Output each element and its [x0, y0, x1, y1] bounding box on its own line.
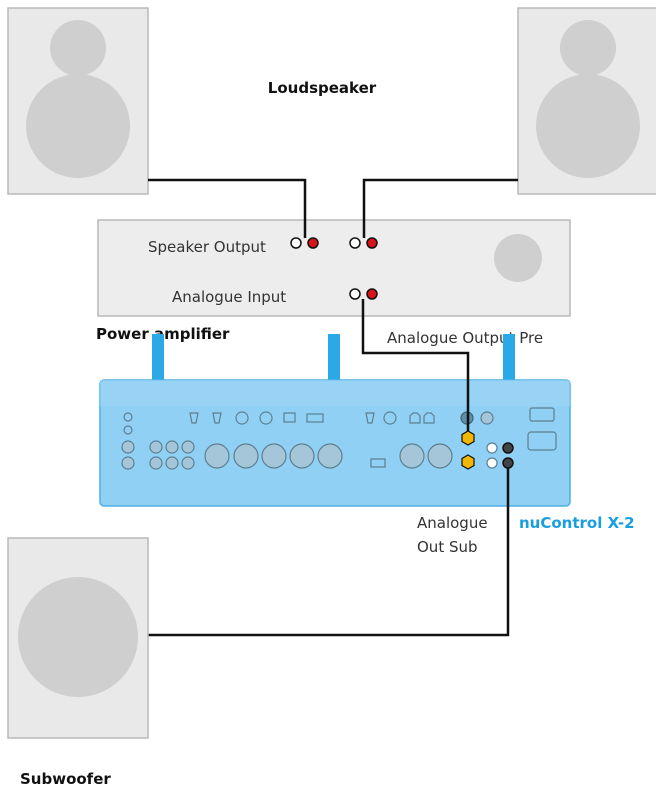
analogue-out-sub-label-line2: Out Sub — [417, 538, 478, 556]
pre-out-yellow-terminal-top — [461, 430, 475, 446]
sub-out-dark-terminal-top — [502, 442, 514, 454]
analogue-input-white-terminal — [349, 288, 361, 300]
connection-cables — [148, 178, 518, 637]
amp-volume-knob — [494, 234, 542, 282]
pre-out-yellow-terminal-bottom — [461, 454, 475, 470]
sub-out-dark-terminal-bottom — [502, 457, 514, 469]
power-amplifier — [97, 219, 571, 317]
subwoofer-label: Subwoofer — [20, 770, 111, 788]
device-connectors — [123, 407, 557, 468]
right-woofer — [536, 74, 640, 178]
antenna-middle — [328, 334, 340, 382]
analogue-out-sub-label-line1: Analogue — [417, 514, 488, 532]
sub-out-white-jacks — [486, 442, 498, 469]
analogue-input-red-terminal — [366, 288, 378, 300]
analogue-output-pre-label: Analogue Output Pre — [387, 329, 543, 347]
speaker-output-left-red-terminal — [307, 237, 319, 249]
antenna-left — [152, 334, 164, 382]
left-loudspeaker — [7, 7, 149, 195]
cable-left-speaker — [148, 178, 307, 238]
cable-pre-out-to-amp — [361, 299, 470, 431]
nucontrol-device-label: nuControl X-2 — [519, 514, 635, 532]
cable-right-speaker — [362, 178, 518, 238]
right-tweeter — [560, 20, 616, 76]
speaker-output-left-white-terminal — [290, 237, 302, 249]
cable-sub-out-to-subwoofer — [148, 468, 510, 637]
speaker-output-right-red-terminal — [366, 237, 378, 249]
speaker-output-right-white-terminal — [349, 237, 361, 249]
left-woofer — [26, 74, 130, 178]
device-xlr-connectors — [204, 443, 453, 469]
nucontrol-device — [99, 334, 571, 507]
device-rca-jacks — [121, 411, 494, 470]
speaker-output-label: Speaker Output — [148, 238, 266, 256]
left-tweeter — [50, 20, 106, 76]
subwoofer — [7, 537, 149, 739]
loudspeaker-label: Loudspeaker — [268, 79, 377, 97]
antenna-right — [503, 334, 515, 382]
subwoofer-cone — [18, 577, 138, 697]
right-loudspeaker — [517, 7, 656, 195]
analogue-input-label: Analogue Input — [172, 288, 286, 306]
